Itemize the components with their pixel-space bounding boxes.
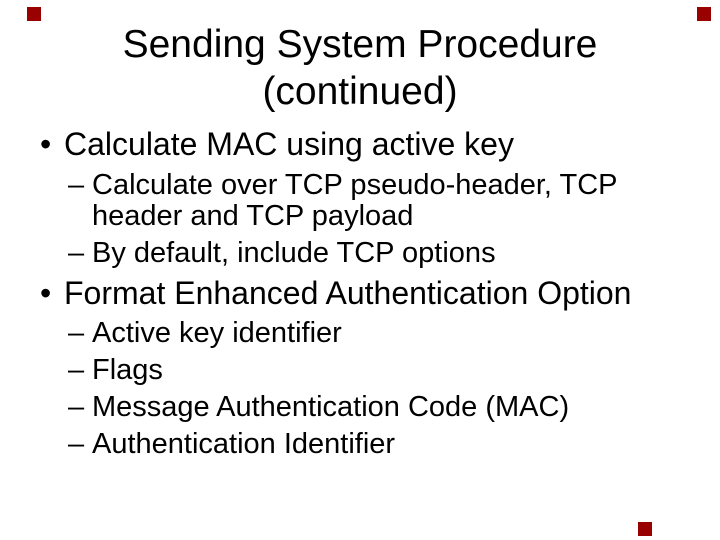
bullet-icon: • — [40, 275, 52, 311]
slide-marker-bottom-icon — [638, 522, 652, 536]
dash-icon: – — [68, 237, 85, 269]
sub-bullet-text: Authentication Identifier — [92, 428, 396, 460]
slide-marker-top-left-icon — [27, 7, 41, 21]
sub-bullet-item: – Active key identifier — [68, 318, 680, 349]
sub-bullet-item: – By default, include TCP options — [68, 238, 680, 269]
dash-icon: – — [68, 317, 85, 349]
bullet-item: • Format Enhanced Authentication Option — [40, 273, 700, 313]
dash-icon: – — [68, 428, 85, 460]
bullet-text: Calculate MAC using active key — [64, 126, 514, 162]
sub-bullet-item: – Authentication Identifier — [68, 429, 680, 460]
slide-title: Sending System Procedure (continued) — [0, 21, 720, 115]
sub-bullet-item: – Message Authentication Code (MAC) — [68, 392, 680, 423]
bullet-item: • Calculate MAC using active key — [40, 124, 700, 164]
bullet-text: Format Enhanced Authentication Option — [64, 275, 632, 311]
sub-bullet-text: Message Authentication Code (MAC) — [92, 391, 570, 423]
sub-bullet-group: – Calculate over TCP pseudo-header, TCP … — [68, 170, 680, 275]
sub-bullet-item: – Calculate over TCP pseudo-header, TCP … — [68, 170, 680, 232]
bullet-icon: • — [40, 126, 52, 162]
sub-bullet-text: Calculate over TCP pseudo-header, TCP he… — [92, 169, 618, 232]
sub-bullet-text: By default, include TCP options — [92, 237, 496, 269]
sub-bullet-text: Flags — [92, 354, 163, 386]
dash-icon: – — [68, 354, 85, 386]
dash-icon: – — [68, 169, 85, 201]
slide-title-line-1: Sending System Procedure — [122, 23, 598, 66]
sub-bullet-item: – Flags — [68, 355, 680, 386]
dash-icon: – — [68, 391, 85, 423]
sub-bullet-group: – Active key identifier – Flags – Messag… — [68, 318, 680, 466]
slide-title-line-2: (continued) — [262, 70, 458, 113]
slide-marker-top-right-icon — [697, 7, 711, 21]
sub-bullet-text: Active key identifier — [92, 317, 342, 349]
